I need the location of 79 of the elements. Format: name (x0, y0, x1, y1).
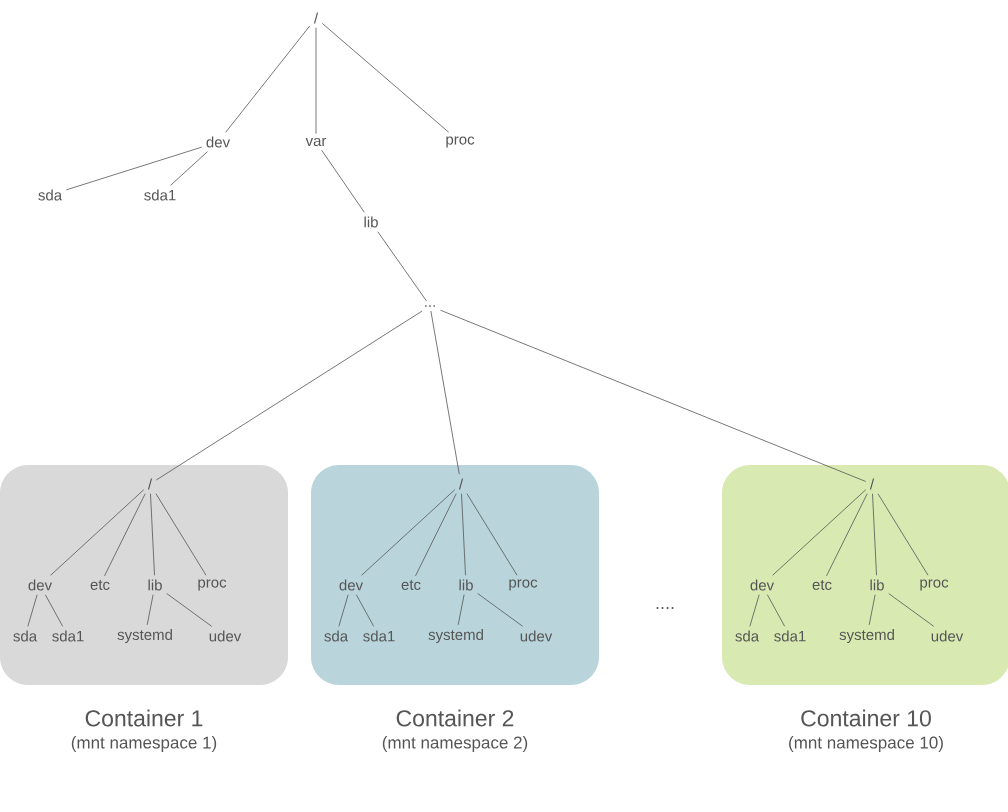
container-box (0, 465, 288, 685)
tree-line (155, 310, 423, 481)
directory-label: lib (459, 579, 473, 591)
tree-line (155, 493, 207, 576)
tree-line (44, 594, 64, 627)
directory-label: proc (509, 579, 538, 591)
directory-label: sda (324, 630, 349, 642)
tree-line (466, 493, 518, 576)
directory-label: lib (148, 579, 162, 591)
directory-label: systemd (117, 629, 172, 643)
directory-label: sda1 (774, 630, 806, 642)
directory-label: sda (38, 189, 63, 201)
tree-line (27, 594, 38, 627)
tree-line (104, 493, 146, 577)
container-box (311, 465, 599, 685)
tree-line (65, 146, 203, 191)
directory-label: systemd (839, 629, 894, 643)
tree-line (225, 25, 311, 133)
directory-label: udev (931, 630, 964, 642)
directory-label: udev (209, 630, 242, 642)
ellipsis-label: .... (656, 607, 674, 609)
tree-line (361, 489, 456, 576)
tree-line (440, 309, 867, 482)
container-subtitle: (mnt namespace 1) (71, 736, 217, 752)
container-title: Container 2 (396, 709, 514, 727)
tree-line (166, 593, 213, 627)
container-subtitle: (mnt namespace 10) (789, 736, 943, 752)
directory-label: udev (520, 630, 553, 642)
tree-line (772, 489, 867, 576)
tree-line (315, 27, 317, 135)
directory-label: / (313, 12, 319, 24)
directory-label: dev (28, 579, 53, 591)
directory-label: / (147, 478, 153, 490)
tree-line (321, 149, 365, 213)
container-title: Container 10 (801, 709, 931, 727)
directory-label: ... (425, 305, 435, 307)
tree-line (170, 151, 208, 186)
tree-line (415, 493, 457, 577)
directory-label: sda1 (363, 630, 395, 642)
directory-label: proc (920, 579, 949, 591)
directory-label: lib (870, 579, 884, 591)
directory-label: etc (812, 580, 832, 590)
directory-label: / (869, 478, 875, 490)
directory-label: sda (735, 630, 760, 642)
directory-label: proc (198, 579, 227, 591)
directory-label: proc (446, 136, 475, 148)
directory-label: sda (13, 630, 38, 642)
directory-label: lib (364, 216, 378, 228)
directory-label: sda1 (144, 189, 176, 201)
tree-line (877, 493, 929, 576)
tree-line (766, 594, 786, 627)
tree-line (355, 594, 375, 627)
tree-line (50, 489, 145, 576)
directory-label: etc (401, 580, 421, 590)
tree-line (461, 493, 466, 576)
tree-line (338, 594, 349, 627)
container-title: Container 1 (85, 709, 203, 727)
directory-label: etc (90, 580, 110, 590)
directory-label: dev (339, 579, 364, 591)
tree-line (826, 493, 868, 577)
tree-line (430, 310, 460, 475)
directory-label: systemd (428, 629, 483, 643)
container-subtitle: (mnt namespace 2) (382, 736, 528, 752)
directory-label: / (458, 478, 464, 490)
tree-line (872, 493, 877, 576)
container-box (722, 465, 1008, 685)
tree-line (146, 594, 154, 626)
directory-label: dev (750, 579, 775, 591)
tree-line (457, 594, 465, 626)
tree-line (888, 593, 935, 627)
tree-line (377, 231, 427, 302)
directory-label: dev (206, 136, 231, 148)
tree-line (321, 23, 450, 133)
tree-line (150, 493, 155, 576)
directory-label: var (305, 137, 327, 147)
tree-line (477, 593, 524, 627)
directory-label: sda1 (52, 630, 84, 642)
tree-line (749, 594, 760, 627)
tree-line (868, 594, 876, 626)
